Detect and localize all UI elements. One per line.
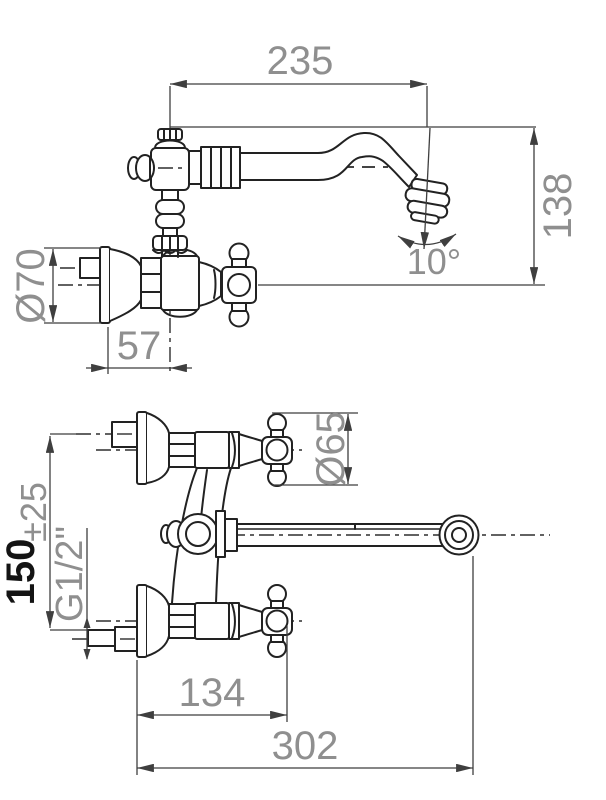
body-length-label: 134 xyxy=(179,671,246,715)
wall-offset-label: 57 xyxy=(117,324,162,368)
dim-spout-height: 138 xyxy=(258,128,580,286)
inlet-top xyxy=(111,411,170,485)
spout-side xyxy=(239,131,418,188)
dim-flange-diameter: Ø70 xyxy=(9,247,101,324)
dim-spout-reach: 235 xyxy=(169,39,536,128)
spout-tilt-label: 10° xyxy=(407,241,461,282)
spout-front xyxy=(236,514,480,556)
dim-total-projection: 302 xyxy=(137,556,474,775)
riser-column xyxy=(127,128,241,258)
spout-height-label: 138 xyxy=(536,173,580,240)
angle-annotation: 10° xyxy=(397,127,461,282)
thread-annotation: G1/2" xyxy=(49,526,91,660)
total-projection-label: 302 xyxy=(272,724,339,768)
inlet-tolerance-label: ±25 xyxy=(13,482,54,542)
dim-handle-diameter: Ø65 xyxy=(272,411,358,487)
valve-bottom xyxy=(168,584,293,658)
front-view: Ø65 ±25 150 G1/2" 134 302 xyxy=(0,411,550,775)
flange-diameter-label: Ø70 xyxy=(9,248,53,324)
swivel-joint xyxy=(160,510,238,558)
thread-size-label: G1/2" xyxy=(49,526,91,622)
valve-body-side xyxy=(160,248,222,318)
dim-inlet-spacing: ±25 150 xyxy=(0,433,87,631)
valve-top xyxy=(168,413,293,487)
inlet-bottom xyxy=(87,584,170,658)
dim-body-length: 134 xyxy=(136,626,288,775)
handle-diameter-label: Ø65 xyxy=(309,411,353,487)
inlet-spacing-label: 150 xyxy=(0,539,43,606)
aerator xyxy=(404,177,451,225)
cross-handle-side xyxy=(221,242,257,328)
dim-wall-offset: 57 xyxy=(86,324,192,374)
side-view: 10° 235 138 Ø70 57 xyxy=(9,39,580,374)
spout-reach-label: 235 xyxy=(267,39,334,83)
